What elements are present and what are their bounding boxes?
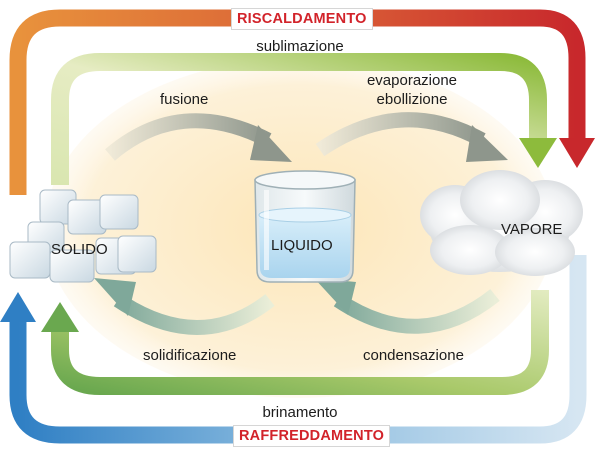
vapor-cloud xyxy=(420,170,583,276)
heating-badge: RISCALDAMENTO xyxy=(231,8,373,30)
evaporation-arrow xyxy=(315,112,486,157)
evaporation-label: evaporazione xyxy=(366,72,458,89)
liquid-label: LIQUIDO xyxy=(271,237,333,254)
fusion-arrow xyxy=(105,113,272,161)
boiling-label: ebollizione xyxy=(376,91,448,108)
beaker xyxy=(254,170,356,283)
fusion-label: fusione xyxy=(160,91,209,108)
sublimation-label: sublimazione xyxy=(256,38,344,55)
condensation-arrow xyxy=(333,289,500,334)
condensation-label: condensazione xyxy=(363,347,464,364)
solid-label: SOLIDO xyxy=(51,241,108,258)
deposition-label: brinamento xyxy=(262,404,338,421)
sublimation-arrow xyxy=(51,53,547,185)
ice-cubes xyxy=(9,189,157,283)
deposition-arrow xyxy=(51,290,549,395)
cooling-badge: RAFFREDDAMENTO xyxy=(233,425,391,447)
vapor-label: VAPORE xyxy=(501,221,563,238)
solidification-arrow xyxy=(113,293,275,335)
solidification-label: solidificazione xyxy=(143,347,237,364)
